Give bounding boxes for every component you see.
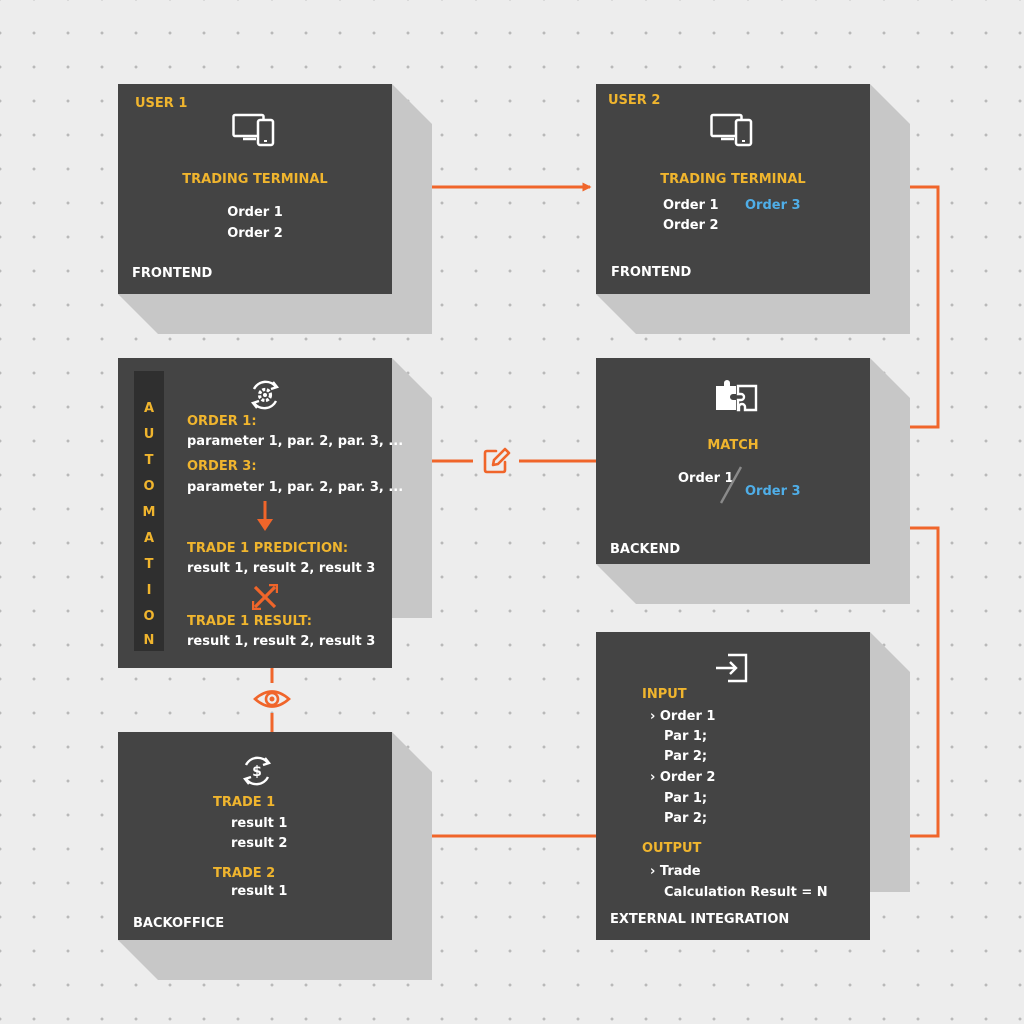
sign-in-icon [714, 652, 750, 684]
input-line: Par 2; [664, 749, 708, 764]
input-line: › Order 1 [650, 709, 716, 724]
block-face: $ TRADE 1 result 1 result 2 TRADE 2 resu… [118, 732, 392, 940]
result-values: result 1, result 2, result 3 [187, 634, 376, 649]
automation-block: A U T O M A T I O N [118, 358, 432, 668]
integration-block: INPUT › Order 1 Par 1; Par 2; › Order 2 … [596, 632, 910, 940]
block-face: USER 1 TRADING TERMINAL Order 1 Order 2 … [118, 84, 392, 294]
order-item: Order 2 [227, 226, 283, 241]
user-label: USER 1 [135, 96, 188, 111]
user-label: USER 2 [608, 93, 661, 108]
trade-result: result 1 [231, 816, 288, 831]
backend-block: MATCH Order 1 Order 3 BACKEND [596, 358, 910, 604]
gear-cycle-icon [248, 378, 282, 412]
puzzle-icon [714, 378, 758, 412]
block-footer: BACKEND [610, 542, 681, 557]
cross-icon [252, 584, 278, 610]
svg-text:$: $ [252, 764, 262, 780]
terminal-title: TRADING TERMINAL [660, 172, 806, 187]
order3-params: parameter 1, par. 2, par. 3, ... [187, 480, 404, 495]
block-face: USER 2 TRADING TERMINAL Order 1 Order 2 … [596, 84, 870, 294]
edit-icon [481, 446, 511, 476]
frontend-user1-block: USER 1 TRADING TERMINAL Order 1 Order 2 … [118, 84, 432, 334]
block-face: INPUT › Order 1 Par 1; Par 2; › Order 2 … [596, 632, 870, 940]
match-slash [719, 466, 743, 504]
label-letter: A [143, 531, 155, 546]
input-line: Par 1; [664, 729, 708, 744]
order1-title: ORDER 1: [187, 414, 257, 429]
order1-params: parameter 1, par. 2, par. 3, ... [187, 434, 404, 449]
block-extrusion [392, 358, 432, 618]
block-footer: FRONTEND [611, 265, 692, 280]
trade1-title: TRADE 1 [213, 795, 276, 810]
trade-result: result 1 [231, 884, 288, 899]
block-extrusion [870, 632, 910, 892]
input-line: Par 2; [664, 811, 708, 826]
arrow-down-icon [255, 501, 275, 533]
highlight-order: Order 3 [745, 198, 801, 213]
label-letter: T [144, 453, 154, 468]
block-extrusion [118, 732, 432, 980]
label-letter: U [143, 427, 155, 442]
right-order: Order 3 [745, 484, 801, 499]
input-label: INPUT [642, 687, 687, 702]
devices-icon [232, 112, 276, 148]
result-title: TRADE 1 RESULT: [187, 614, 313, 629]
label-letter: I [146, 583, 152, 598]
block-extrusion [118, 84, 432, 334]
label-letter: N [143, 633, 155, 648]
automation-vertical-label: A U T O M A T I O N [134, 371, 164, 651]
order3-title: ORDER 3: [187, 459, 257, 474]
output-line: › Trade [650, 864, 701, 879]
input-line: Par 1; [664, 791, 708, 806]
prediction-title: TRADE 1 PREDICTION: [187, 541, 349, 556]
input-line: › Order 2 [650, 770, 716, 785]
frontend-user2-block: USER 2 TRADING TERMINAL Order 1 Order 2 … [596, 84, 910, 334]
prediction-values: result 1, result 2, result 3 [187, 561, 376, 576]
trade2-title: TRADE 2 [213, 866, 276, 881]
eye-icon [252, 684, 292, 714]
output-label: OUTPUT [642, 841, 702, 856]
label-letter: O [143, 609, 155, 624]
left-order: Order 1 [678, 471, 734, 486]
block-footer: EXTERNAL INTEGRATION [610, 912, 790, 927]
label-letter: M [142, 505, 156, 520]
terminal-title: TRADING TERMINAL [182, 172, 328, 187]
devices-icon [710, 112, 754, 148]
order-item: Order 1 [227, 205, 283, 220]
backoffice-block: $ TRADE 1 result 1 result 2 TRADE 2 resu… [118, 732, 432, 980]
order-item: Order 2 [663, 218, 719, 233]
block-extrusion [596, 358, 910, 604]
label-letter: O [143, 479, 155, 494]
trade-result: result 2 [231, 836, 288, 851]
block-face: A U T O M A T I O N [118, 358, 403, 668]
block-footer: FRONTEND [132, 266, 213, 281]
output-line: Calculation Result = N [664, 885, 828, 900]
label-letter: A [143, 401, 155, 416]
order-item: Order 1 [663, 198, 719, 213]
dollar-cycle-icon: $ [240, 754, 274, 788]
block-extrusion [596, 84, 910, 334]
block-footer: BACKOFFICE [133, 916, 225, 931]
label-letter: T [144, 557, 154, 572]
block-face: MATCH Order 1 Order 3 BACKEND [596, 358, 870, 564]
match-title: MATCH [707, 438, 759, 453]
